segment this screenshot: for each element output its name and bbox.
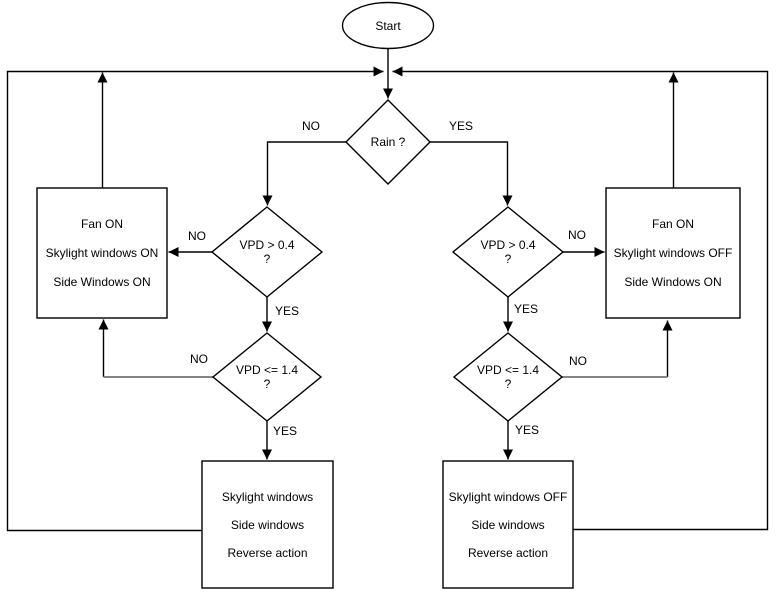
right-vpd-gt-yes-edge-label: YES [513,302,539,316]
right-fan-process-box [605,187,741,319]
left-action-process-box [201,460,334,589]
right-vpd-le-label: VPD <= 1.4 ? [476,363,540,391]
edge-right-return-loop [392,66,769,531]
left-action-box-label: Skylight windows Side windows Reverse ac… [221,489,314,560]
left-fan-box-label: Fan ON Skylight windows ON Side Windows … [45,216,159,289]
edge-left-return-loop [6,66,384,532]
left-vpd-le-decision-diamond [211,332,323,422]
left-vpd-le-no-edge-label: NO [190,352,208,366]
rain-yes-edge-label: YES [448,119,474,133]
right-action-box-label: Skylight windows OFF Side windows Revers… [448,489,568,560]
right-vpd-gt-decision-diamond [451,206,565,298]
left-vpd-le-label: VPD <= 1.4 ? [235,363,299,391]
rain-decision-diamond [345,99,431,185]
edge-rain-no [262,141,346,206]
right-fan-box-label: Fan ON Skylight windows OFF Side Windows… [613,216,733,289]
right-action-process-box [442,460,574,589]
right-vpd-le-no-edge-label: NO [569,354,587,368]
rain-decision-label: Rain ? [370,135,406,149]
left-vpd-le-yes-edge-label: YES [272,424,298,438]
left-vpd-gt-yes-edge-label: YES [274,304,300,318]
right-vpd-le-decision-diamond [452,332,564,422]
left-vpd-gt-decision-diamond [210,206,324,298]
edge-rain-yes [430,141,513,206]
right-vpd-gt-label: VPD > 0.4 ? [480,238,536,266]
left-vpd-gt-label: VPD > 0.4 ? [239,238,295,266]
start-node-label: Start [375,19,401,33]
left-fan-process-box [36,187,168,319]
rain-no-edge-label: NO [302,119,320,133]
right-vpd-le-yes-edge-label: YES [514,423,540,437]
start-node [341,1,435,50]
left-vpd-gt-no-edge-label: NO [188,229,206,243]
right-vpd-gt-no-edge-label: NO [568,228,586,242]
